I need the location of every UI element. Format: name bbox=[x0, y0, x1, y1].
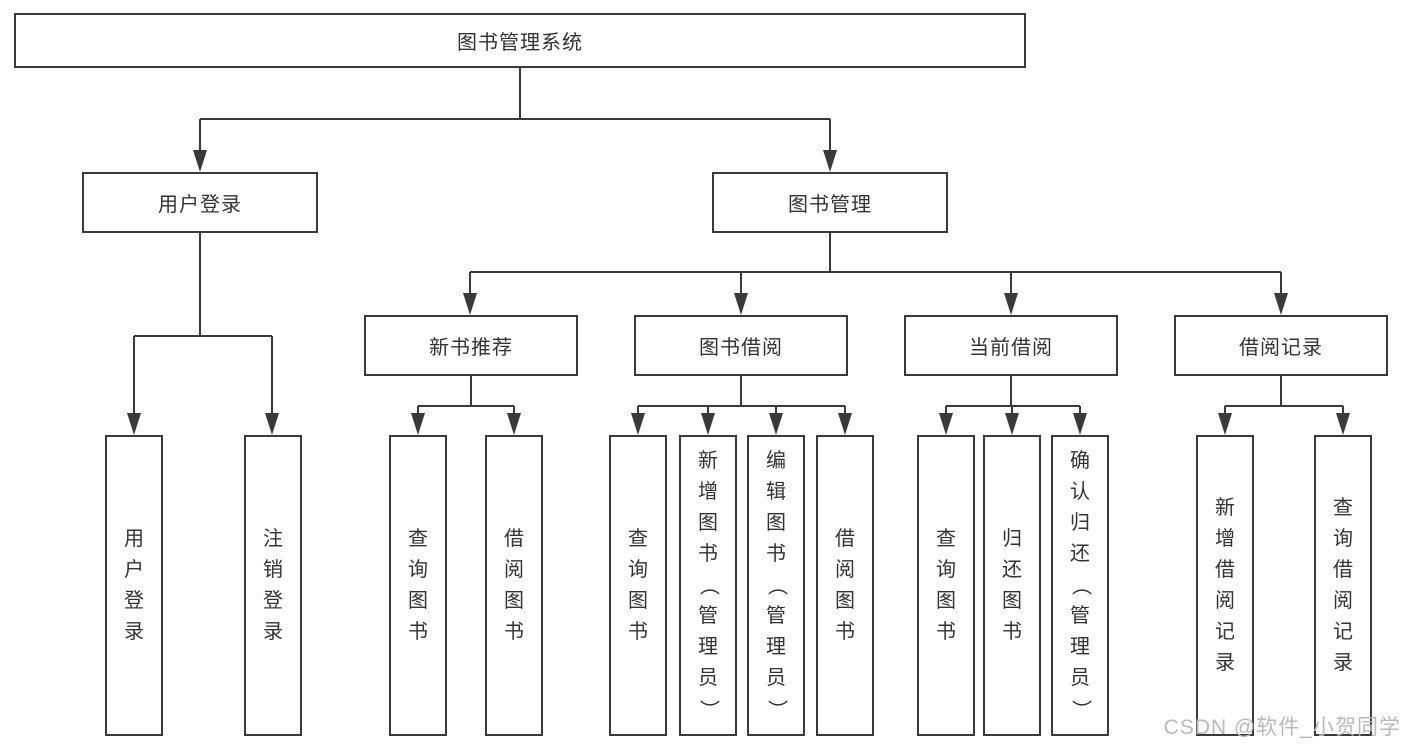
leaf-query-books-borrowing-label: 查询图书 bbox=[628, 527, 648, 643]
leaf-edit-book-admin: 编辑图书（管理员） bbox=[747, 435, 805, 736]
node-book-management-label: 图书管理 bbox=[788, 194, 872, 216]
leaf-add-book-admin-label: 新增图书（管理员） bbox=[697, 450, 720, 720]
leaf-confirm-return-admin-label: 确认归还（管理员） bbox=[1069, 450, 1092, 720]
watermark: CSDN @软件_小贺同学 bbox=[1163, 716, 1401, 739]
leaf-edit-book-admin-label: 编辑图书（管理员） bbox=[765, 450, 788, 720]
node-current-borrowing: 当前借阅 bbox=[904, 315, 1118, 376]
leaf-query-books-current: 查询图书 bbox=[917, 435, 975, 736]
node-book-management: 图书管理 bbox=[712, 172, 948, 233]
node-user-login: 用户登录 bbox=[82, 172, 318, 233]
node-current-borrowing-label: 当前借阅 bbox=[969, 337, 1053, 359]
leaf-query-borrow-record: 查询借阅记录 bbox=[1314, 435, 1372, 736]
node-book-borrowing-label: 图书借阅 bbox=[699, 337, 783, 359]
leaf-query-books-recommend: 查询图书 bbox=[389, 435, 447, 736]
leaf-borrow-books-recommend-label: 借阅图书 bbox=[504, 527, 524, 643]
leaf-borrow-books-label: 借阅图书 bbox=[835, 527, 855, 643]
node-new-book-recommendation: 新书推荐 bbox=[364, 315, 578, 376]
node-borrowing-records-label: 借阅记录 bbox=[1239, 337, 1323, 359]
node-borrowing-records: 借阅记录 bbox=[1174, 315, 1388, 376]
leaf-query-books-current-label: 查询图书 bbox=[936, 527, 956, 643]
node-book-borrowing: 图书借阅 bbox=[634, 315, 848, 376]
arrowheads bbox=[127, 150, 1350, 435]
leaf-user-login: 用户登录 bbox=[105, 435, 163, 736]
leaf-logout-label: 注销登录 bbox=[263, 527, 283, 643]
leaf-borrow-books-recommend: 借阅图书 bbox=[485, 435, 543, 736]
node-new-book-recommendation-label: 新书推荐 bbox=[429, 337, 513, 359]
leaf-add-borrow-record-label: 新增借阅记录 bbox=[1215, 496, 1235, 674]
leaf-borrow-books: 借阅图书 bbox=[816, 435, 874, 736]
leaf-logout: 注销登录 bbox=[244, 435, 302, 736]
node-user-login-label: 用户登录 bbox=[158, 194, 242, 216]
leaf-user-login-label: 用户登录 bbox=[124, 527, 144, 643]
leaf-return-books: 归还图书 bbox=[983, 435, 1041, 736]
leaf-confirm-return-admin: 确认归还（管理员） bbox=[1051, 435, 1109, 736]
leaf-query-books-recommend-label: 查询图书 bbox=[408, 527, 428, 643]
leaf-add-borrow-record: 新增借阅记录 bbox=[1196, 435, 1254, 736]
node-root: 图书管理系统 bbox=[14, 13, 1026, 68]
leaf-query-borrow-record-label: 查询借阅记录 bbox=[1333, 496, 1353, 674]
leaf-return-books-label: 归还图书 bbox=[1002, 527, 1022, 643]
node-root-label: 图书管理系统 bbox=[457, 32, 583, 54]
leaf-query-books-borrowing: 查询图书 bbox=[609, 435, 667, 736]
leaf-add-book-admin: 新增图书（管理员） bbox=[679, 435, 737, 736]
